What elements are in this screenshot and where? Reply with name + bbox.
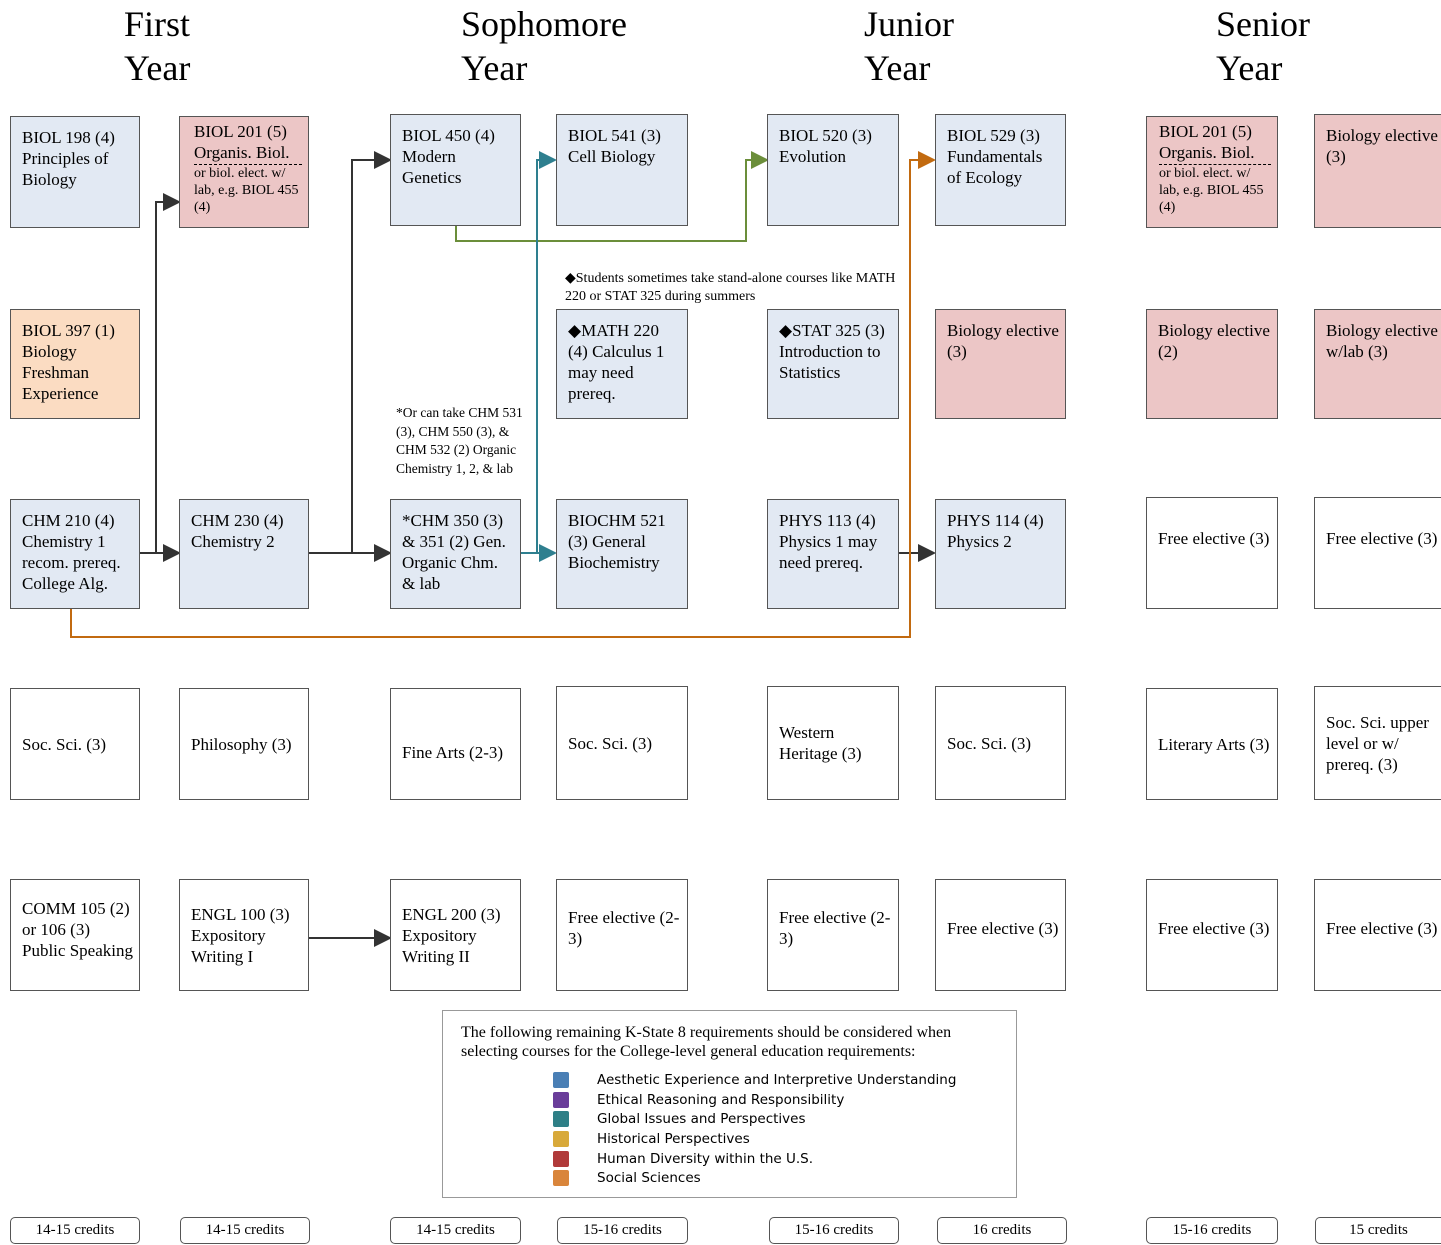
course-biol397: BIOL 397 (1) Biology Freshman Experience bbox=[10, 309, 140, 419]
course-philosophy: Philosophy (3) bbox=[179, 688, 309, 800]
credits-sophomore-spring: 15-16 credits bbox=[557, 1217, 688, 1244]
credits-first-year-fall: 14-15 credits bbox=[10, 1217, 140, 1244]
course-biology-elective-2: Biology elective (2) bbox=[1146, 309, 1278, 419]
course-engl100: ENGL 100 (3) Expository Writing I bbox=[179, 879, 309, 991]
social-icon bbox=[553, 1170, 569, 1186]
course-chm350: *CHM 350 (3) & 351 (2) Gen. Organic Chm.… bbox=[390, 499, 521, 609]
credits-junior-fall: 15-16 credits bbox=[769, 1217, 899, 1244]
course-soc-sci-first: Soc. Sci. (3) bbox=[10, 688, 140, 800]
course-biol520: BIOL 520 (3) Evolution bbox=[767, 114, 899, 226]
course-comm105: COMM 105 (2) or 106 (3) Public Speaking bbox=[10, 879, 140, 991]
course-western-heritage: Western Heritage (3) bbox=[767, 686, 899, 800]
course-phys113: PHYS 113 (4) Physics 1 may need prereq. bbox=[767, 499, 899, 609]
course-engl200: ENGL 200 (3) Expository Writing II bbox=[390, 879, 521, 991]
course-biol201-first-year: BIOL 201 (5) Organis. Biol. or biol. ele… bbox=[179, 116, 309, 228]
ethics-icon bbox=[553, 1092, 569, 1108]
course-chm230: CHM 230 (4) Chemistry 2 bbox=[179, 499, 309, 609]
course-fine-arts: Fine Arts (2-3) bbox=[390, 688, 521, 800]
credits-senior-fall: 15-16 credits bbox=[1146, 1217, 1278, 1244]
diversity-icon bbox=[553, 1151, 569, 1167]
course-phys114: PHYS 114 (4) Physics 2 bbox=[935, 499, 1066, 609]
course-free-elective-junior-b: Free elective (3) bbox=[935, 879, 1066, 991]
arrow-chm210-to-biol529 bbox=[70, 151, 936, 638]
course-biochm521: BIOCHM 521 (3) General Biochemistry bbox=[556, 499, 688, 609]
course-free-elective-senior-a: Free elective (3) bbox=[1146, 879, 1278, 991]
course-free-elective-senior-r3a: Free elective (3) bbox=[1146, 497, 1278, 609]
credits-senior-spring: 15 credits bbox=[1315, 1217, 1441, 1244]
history-icon bbox=[553, 1131, 569, 1147]
credits-first-year-spring: 14-15 credits bbox=[180, 1217, 310, 1244]
course-biol201-senior-year: BIOL 201 (5) Organis. Biol. or biol. ele… bbox=[1146, 116, 1278, 228]
course-free-elective-junior-a: Free elective (2-3) bbox=[767, 879, 899, 991]
course-math220: ◆MATH 220 (4) Calculus 1 may need prereq… bbox=[556, 309, 688, 419]
arrow-chm350-to-biol541 bbox=[536, 151, 557, 553]
arrow-biol450-to-biol520 bbox=[455, 151, 769, 242]
course-stat325: ◆STAT 325 (3) Introduction to Statistics bbox=[767, 309, 899, 419]
legend-intro: The following remaining K-State 8 requir… bbox=[461, 1024, 952, 1060]
course-biology-elective-3-senior: Biology elective (3) bbox=[1314, 114, 1441, 228]
credits-sophomore-fall: 14-15 credits bbox=[390, 1217, 521, 1244]
course-free-elective-sophomore: Free elective (2-3) bbox=[556, 879, 688, 991]
course-biol529: BIOL 529 (3) Fundamentals of Ecology bbox=[935, 114, 1066, 226]
arrow-chm230-to-biol450 bbox=[351, 151, 392, 553]
k-state-8-legend: The following remaining K-State 8 requir… bbox=[442, 1010, 1017, 1198]
summer-courses-note: ◆Students sometimes take stand-alone cou… bbox=[565, 271, 896, 304]
credits-junior-spring: 16 credits bbox=[937, 1217, 1067, 1244]
course-literary-arts: Literary Arts (3) bbox=[1146, 688, 1278, 800]
course-soc-sci-junior: Soc. Sci. (3) bbox=[935, 686, 1066, 800]
course-biol198: BIOL 198 (4) Principles of Biology bbox=[10, 116, 140, 228]
course-soc-sci-upper: Soc. Sci. upper level or w/ prereq. (3) bbox=[1314, 686, 1441, 800]
course-biol450: BIOL 450 (4) Modern Genetics bbox=[390, 114, 521, 226]
aesthetic-icon bbox=[553, 1072, 569, 1088]
course-soc-sci-sophomore: Soc. Sci. (3) bbox=[556, 686, 688, 800]
globe-icon bbox=[553, 1111, 569, 1127]
chm-alternative-note: *Or can take CHM 531 (3), CHM 550 (3), &… bbox=[396, 405, 523, 476]
course-biol541: BIOL 541 (3) Cell Biology bbox=[556, 114, 688, 226]
course-biology-elective-lab: Biology elective w/lab (3) bbox=[1314, 309, 1441, 419]
course-biology-elective-3-junior: Biology elective (3) bbox=[935, 309, 1066, 419]
arrow-chm210-to-biol201 bbox=[140, 193, 181, 554]
course-free-elective-senior-r3b: Free elective (3) bbox=[1314, 497, 1441, 609]
course-chm210: CHM 210 (4) Chemistry 1 recom. prereq. C… bbox=[10, 499, 140, 609]
course-free-elective-senior-b: Free elective (3) bbox=[1314, 879, 1441, 991]
